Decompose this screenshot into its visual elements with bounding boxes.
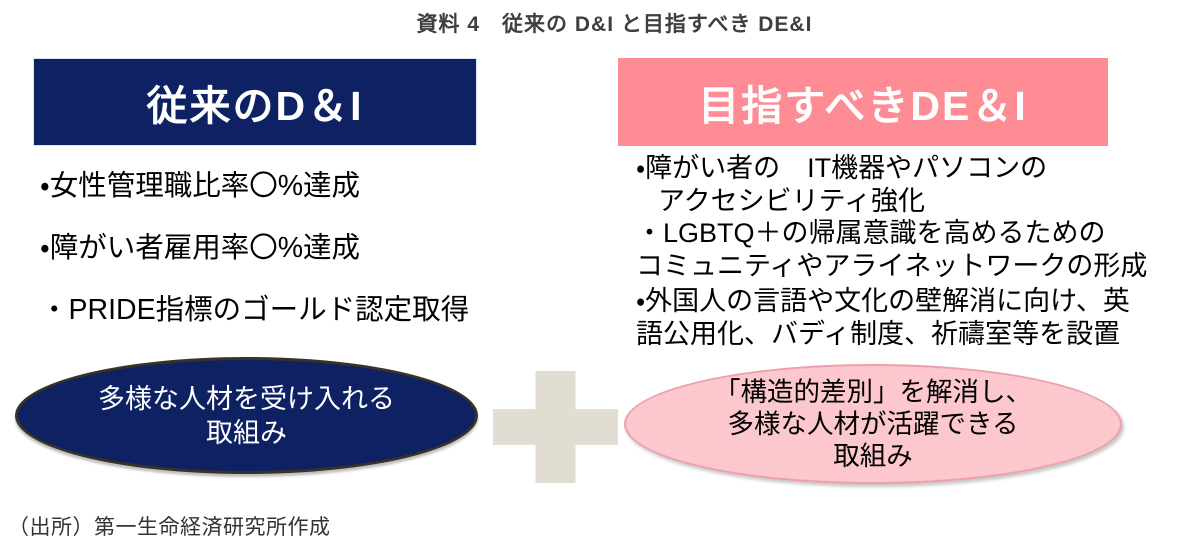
right-bullet-1-line-2: アクセシビリティ強化 bbox=[658, 185, 926, 216]
right-bullet-1: ・障がい者の IT機器やパソコンの アクセシビリティ強化 bbox=[636, 152, 1184, 217]
right-bullet-list: ・障がい者の IT機器やパソコンの アクセシビリティ強化 ・LGBTQ＋の帰属意… bbox=[636, 152, 1184, 350]
right-bullet-2-line-2: コミュニティやアライネットワークの形成 bbox=[636, 250, 1148, 281]
left-bullet-1: ・女性管理職比率〇%達成 bbox=[40, 170, 361, 202]
plus-icon bbox=[493, 371, 618, 483]
right-bullet-2: ・LGBTQ＋の帰属意識を高めるための コミュニティやアライネットワークの形成 bbox=[636, 217, 1184, 282]
right-summary-ellipse: 「構造的差別」を解消し、 多様な人材が活躍できる 取組み bbox=[624, 364, 1122, 484]
right-bullet-3-line-2: 語公用化、バディ制度、祈禱室等を設置 bbox=[636, 318, 1121, 349]
right-ellipse-line-3: 取組み bbox=[833, 441, 913, 471]
right-header-box: 目指すべきDE＆I bbox=[618, 58, 1108, 146]
right-bullet-2-line-1: ・LGBTQ＋の帰属意識を高めるための bbox=[636, 218, 1106, 248]
right-ellipse-line-1: 「構造的差別」を解消し、 bbox=[714, 377, 1032, 407]
right-bullet-3-line-1: ・外国人の言語や文化の壁解消に向け、英 bbox=[636, 286, 1130, 316]
figure-title: 資料 4 従来の D&I と目指すべき DE&I bbox=[416, 13, 813, 36]
right-header-label: 目指すべきDE＆I bbox=[698, 83, 1028, 129]
source-note: （出所）第一生命経済研究所作成 bbox=[8, 516, 331, 539]
left-summary-ellipse: 多様な人材を受け入れる 取組み bbox=[15, 357, 478, 474]
left-bullet-2: ・障がい者雇用率〇%達成 bbox=[40, 232, 361, 264]
left-ellipse-line-1: 多様な人材を受け入れる bbox=[98, 383, 395, 414]
right-bullet-3: ・外国人の言語や文化の壁解消に向け、英 語公用化、バディ制度、祈禱室等を設置 bbox=[636, 285, 1184, 350]
left-header-label: 従来のD＆I bbox=[146, 83, 364, 129]
left-header-box: 従来のD＆I bbox=[33, 58, 477, 146]
left-bullet-3: ・PRIDE指標のゴールド認定取得 bbox=[40, 294, 470, 326]
left-bullet-list: ・女性管理職比率〇%達成 ・障がい者雇用率〇%達成 ・PRIDE指標のゴールド認… bbox=[40, 170, 469, 356]
right-bullet-1-line-1: ・障がい者の IT機器やパソコンの bbox=[636, 153, 1048, 183]
right-ellipse-line-2: 多様な人材が活躍できる bbox=[727, 409, 1019, 439]
left-ellipse-line-2: 取組み bbox=[206, 417, 287, 448]
